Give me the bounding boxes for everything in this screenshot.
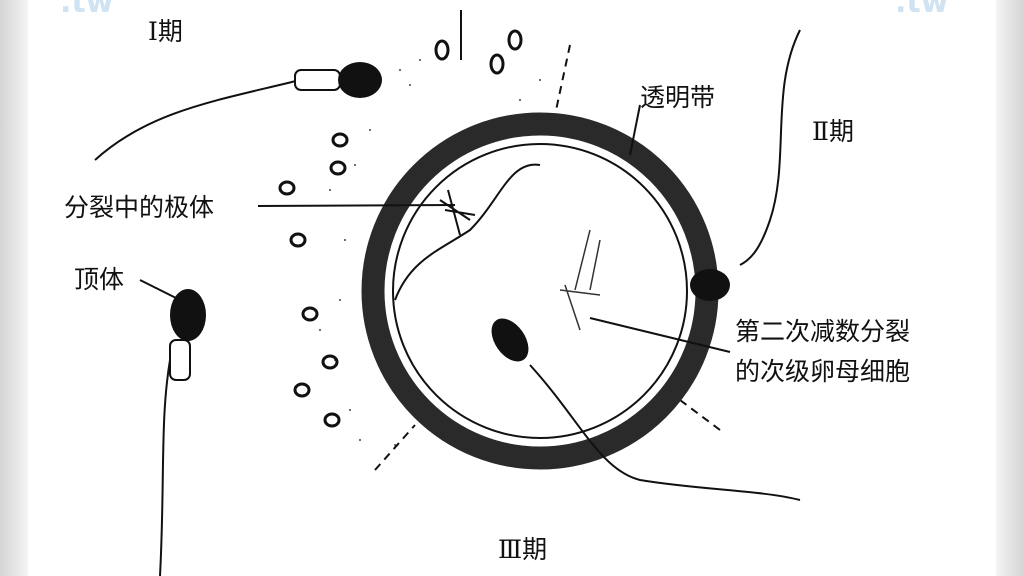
right-border xyxy=(996,0,1024,576)
label-dividing-polar-body: 分裂中的极体 xyxy=(64,193,214,222)
stage-boundaries xyxy=(374,44,721,471)
label-secondary-oocyte-line1: 第二次减数分裂 xyxy=(735,317,910,346)
label-secondary-oocyte-line2: 的次级卵母细胞 xyxy=(735,357,910,386)
zona-pellucida-ring xyxy=(361,112,719,470)
oocyte-spindle xyxy=(559,229,601,331)
sperm-stage3 xyxy=(491,318,801,501)
follicle-cells xyxy=(278,29,523,428)
left-border xyxy=(0,0,28,576)
polar-body-membrane xyxy=(394,163,541,301)
label-stage-1: Ⅰ期 xyxy=(148,17,183,46)
oocyte-membrane xyxy=(392,143,688,439)
sperm-acrosome xyxy=(159,289,206,576)
label-stage-3: Ⅲ期 xyxy=(498,535,547,564)
label-stage-2: Ⅱ期 xyxy=(812,117,854,146)
sperm-stage1 xyxy=(94,62,382,161)
leader-acrosome xyxy=(139,279,181,301)
polar-body-spindle xyxy=(439,189,476,236)
watermark: .tw xyxy=(895,0,948,20)
watermark: .tw xyxy=(60,0,113,20)
label-zona-pellucida: 透明带 xyxy=(640,83,715,112)
sperm-stage2 xyxy=(690,29,801,301)
leader-oocyte xyxy=(589,317,731,353)
leader-zona xyxy=(629,104,641,156)
label-acrosome: 顶体 xyxy=(74,265,124,294)
leader-polar-body xyxy=(257,204,456,207)
